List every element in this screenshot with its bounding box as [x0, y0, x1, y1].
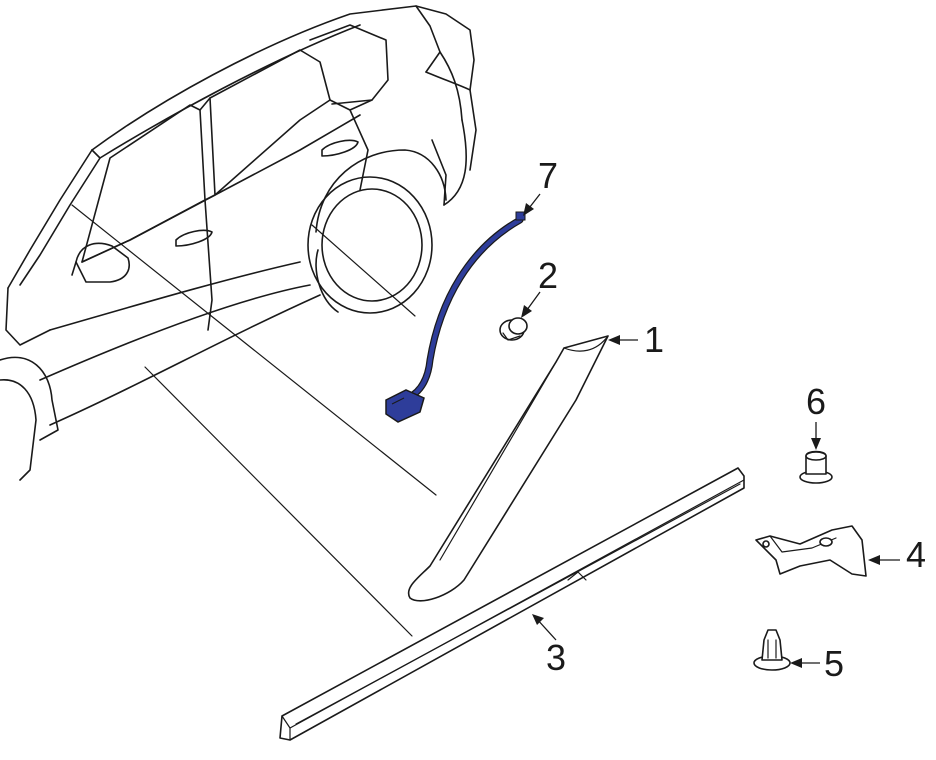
part-7-wire-harness[interactable] — [385, 211, 526, 423]
part-1-pillar-garnish[interactable] — [407, 335, 609, 602]
part-5-clip[interactable] — [753, 629, 791, 671]
part-6-push-nut[interactable] — [799, 450, 833, 484]
part-3-sill-molding[interactable] — [279, 467, 745, 741]
callout-label-5: 5 — [824, 643, 844, 684]
vehicle-outline — [0, 5, 477, 481]
callout-label-3: 3 — [546, 637, 566, 678]
callout-label-7: 7 — [538, 155, 558, 196]
callout-label-6: 6 — [806, 381, 826, 422]
callout-label-1: 1 — [644, 319, 664, 360]
callout-arrows — [521, 193, 900, 668]
callout-label-2: 2 — [538, 255, 558, 296]
part-4-bracket[interactable] — [755, 525, 867, 577]
callout-label-4: 4 — [906, 534, 926, 575]
guide-lines — [71, 204, 437, 637]
part-2-clip[interactable] — [499, 317, 528, 341]
